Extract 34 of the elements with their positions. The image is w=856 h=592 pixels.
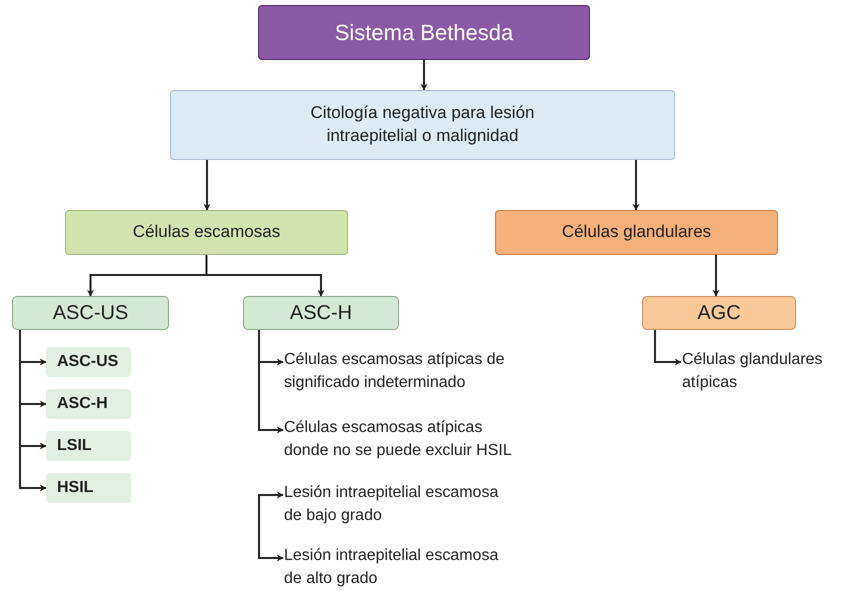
arrow <box>654 330 682 366</box>
arrow <box>712 255 720 297</box>
box-label: Citología negativa para lesión intraepitelial o malignidad <box>310 102 536 147</box>
description-text: Lesión intraepitelial escamosa de bajo grado <box>284 483 500 526</box>
box-label: ASC-US <box>52 300 128 326</box>
box-label: ASC-H <box>57 394 108 414</box>
title-box <box>258 5 590 60</box>
box-label: AGC <box>697 300 741 326</box>
category-box <box>495 210 778 255</box>
result-box <box>46 431 131 461</box>
arrow <box>420 60 428 91</box>
subcategory-box <box>642 296 796 330</box>
description-text: Células escamosas atípicas donde no se puede excluir HSIL <box>284 418 513 462</box>
box-label: LSIL <box>57 436 92 456</box>
subcategory-box <box>12 296 169 330</box>
description-text: Lesión intraepitelial escamosa de alto grado <box>284 546 500 590</box>
arrow <box>632 160 640 211</box>
box-label: HSIL <box>57 478 94 498</box>
arrow <box>204 160 210 211</box>
box-label: Sistema Bethesda <box>334 18 514 47</box>
box-label: Células escamosas <box>132 221 280 244</box>
arrow <box>206 255 324 297</box>
box-label: Células glandulares <box>562 221 712 244</box>
result-box <box>46 389 131 419</box>
box-label: ASC-H <box>290 300 352 326</box>
box-label: ASC-US <box>57 352 118 372</box>
description-text: Células escamosas atípicas de significado indeterminado <box>284 350 506 394</box>
result-box <box>46 347 131 377</box>
result-box <box>46 473 131 503</box>
subcategory-box <box>243 296 399 330</box>
arrow <box>19 330 47 492</box>
category-box <box>65 210 348 255</box>
description-text: Células glandulares atípicas <box>682 350 824 394</box>
category-box <box>170 90 675 160</box>
